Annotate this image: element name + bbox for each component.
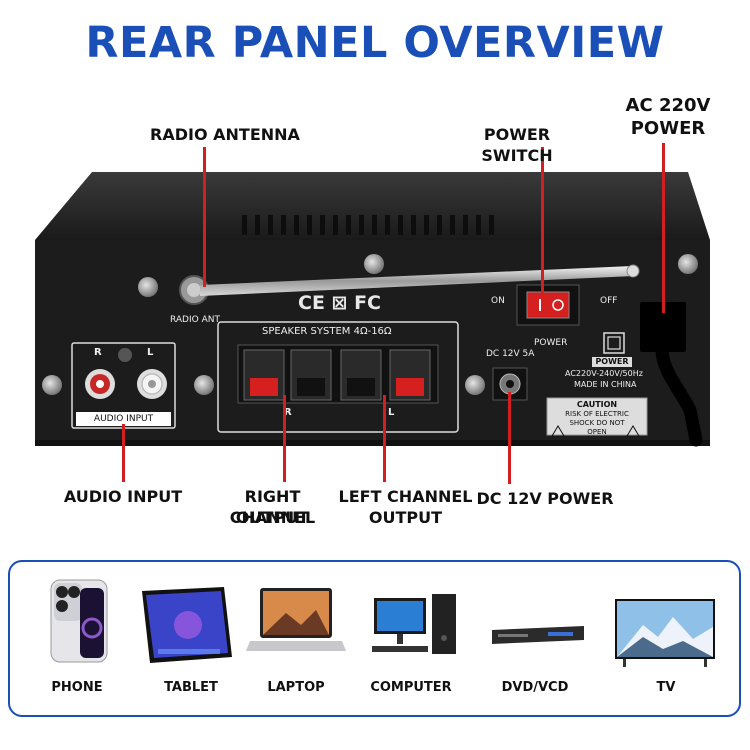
power-box-rating: AC220V-240V/50Hz [565,369,643,378]
antenna-rod [200,266,634,296]
radio-ant-label: RADIO ANT [170,315,220,325]
device-label-phone: PHONE [51,680,103,695]
phone-icon [50,579,108,663]
device-label-laptop: LAPTOP [267,680,325,695]
terminal-l-label: L [388,407,395,418]
terminal-r-label: R [284,407,292,418]
dc-rating-label: DC 12V 5A [486,349,535,359]
device-label-tv: TV [656,680,676,695]
callout-dc-power: DC 12V POWER [476,489,614,508]
speaker-system-label: SPEAKER SYSTEM 4Ω-16Ω [262,326,392,337]
callout-radio-antenna: RADIO ANTENNA [150,125,300,144]
power-box-made: MADE IN CHINA [574,380,637,389]
tv-icon [615,599,715,667]
callout-ac-power-line1: AC 220V [625,95,711,116]
audio-r-label: R [94,347,102,358]
audio-input-panel-label: AUDIO INPUT [93,414,154,424]
callout-audio-input: AUDIO INPUT [63,487,183,506]
callout-line-antenna [203,147,206,287]
callout-line-right-channel [283,395,286,482]
callout-right-channel-line2: OUTPUT [235,508,310,527]
callout-line-power-switch [541,147,544,297]
switch-power-label: POWER [534,338,568,348]
ac-power-plug [640,302,686,352]
device-label-computer: COMPUTER [370,680,452,695]
laptop-icon [246,588,346,651]
ac-power-cord [655,343,703,447]
tablet-icon [142,587,232,663]
device-label-dvd: DVD/VCD [501,680,569,695]
callout-power-switch: POWER SWITCH [481,125,553,165]
page-title: REAR PANEL OVERVIEW [85,18,665,68]
screw-icon [42,254,698,395]
callout-right-channel-line1: RIGHT CHANNEL [229,487,316,527]
device-label-tablet: TABLET [164,680,218,695]
speaker-terminals [243,349,431,401]
callout-line-dc-power [508,392,511,484]
power-box-title: POWER [595,357,629,366]
cert-marks: CE ⊠ FC [298,292,381,314]
dvd-player-icon [492,626,584,644]
switch-off-label: OFF [600,296,618,306]
vent-slots [242,215,494,235]
caution-title: CAUTION [576,400,618,409]
callout-line-ac-power [662,143,665,313]
audio-l-label: L [147,347,154,358]
callout-left-channel-line2: OUTPUT [368,508,443,527]
callout-left-channel-line1: LEFT CHANNEL [338,487,473,506]
callout-line-left-channel [383,395,386,482]
caution-text: RISK OF ELECTRIC SHOCK DO NOT OPEN [565,410,629,436]
switch-on-label: ON [491,296,505,306]
callout-ac-power-line2: POWER [630,118,706,139]
callout-line-audio-input [122,424,125,482]
caution-label-bg [546,397,648,436]
computer-icon [372,594,456,654]
